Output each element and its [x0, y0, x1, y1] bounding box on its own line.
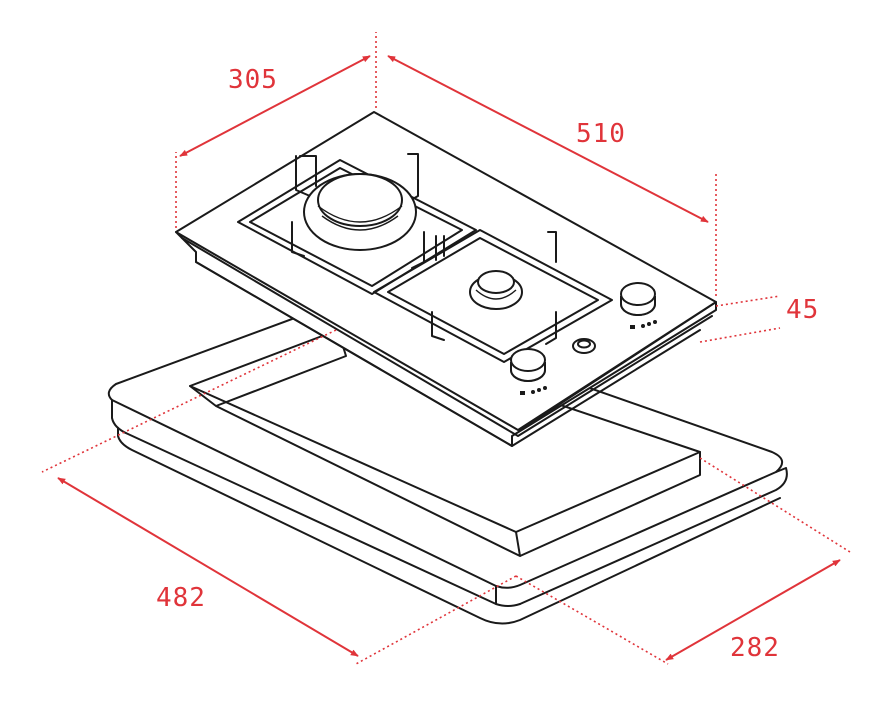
label-depth-top: 305: [228, 65, 278, 95]
ext-line-cutout-front: [355, 575, 517, 665]
burner-small: [469, 270, 523, 310]
dim-line-depth-top: [179, 55, 371, 157]
dim-line-width-top: [387, 55, 709, 223]
label-height: 45: [786, 295, 819, 325]
dim-line-cutout-depth: [665, 559, 841, 661]
control-knob-right: [620, 282, 657, 329]
hob-body-bottom: [195, 261, 701, 447]
ext-line-height-bottom: [699, 327, 781, 343]
countertop-front-edge-left: [111, 399, 521, 607]
ext-line-height-top: [715, 295, 781, 307]
label-cutout-width: 482: [156, 583, 206, 613]
label-width-top: 510: [576, 119, 626, 149]
control-knob-left: [510, 348, 547, 395]
gas-hob: [175, 111, 717, 447]
pan-support-small: [373, 229, 613, 363]
dimension-annotations: 305 510 45 482 282: [41, 32, 851, 665]
hob-glass-edge: [181, 237, 713, 437]
ext-line-cutout-front-right: [515, 575, 669, 665]
ignition-button: [572, 338, 596, 354]
countertop-front-edge-right: [519, 467, 788, 605]
burner-large: [303, 173, 417, 251]
dim-line-cutout-width: [57, 477, 359, 657]
label-cutout-depth: 282: [730, 633, 780, 663]
